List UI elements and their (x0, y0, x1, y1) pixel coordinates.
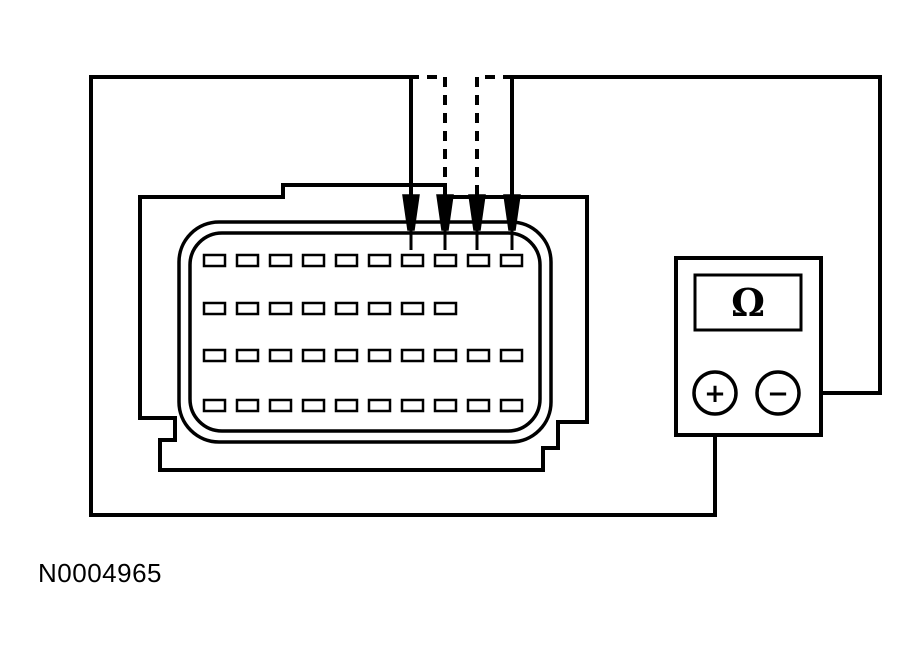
positive-terminal-label: + (704, 379, 726, 409)
connector-pin (400, 348, 425, 363)
connector-pin (367, 398, 392, 413)
connector-pin (400, 398, 425, 413)
connector-pin (268, 348, 293, 363)
connector-face-outer (177, 220, 553, 444)
connector-pin (367, 253, 392, 268)
connector-pin (235, 348, 260, 363)
connector-pin (202, 398, 227, 413)
connector-pin (301, 398, 326, 413)
connector-pin (466, 253, 491, 268)
figure-id: N0004965 (38, 558, 162, 588)
connector-pin (466, 398, 491, 413)
connector-pin (466, 348, 491, 363)
connector-pin (334, 398, 359, 413)
negative-terminal-label: − (767, 379, 789, 409)
connector-face-inner (188, 231, 542, 433)
connector-pin (235, 253, 260, 268)
connector-pin (301, 301, 326, 316)
connector-pin (268, 301, 293, 316)
connector-pin (499, 398, 524, 413)
connector-pin (301, 348, 326, 363)
connector-pin (202, 253, 227, 268)
connector-pin (433, 398, 458, 413)
connector-pin (334, 253, 359, 268)
connector-pin (367, 301, 392, 316)
meter-display (693, 273, 803, 332)
connector-pin (367, 348, 392, 363)
connector-pin (499, 348, 524, 363)
connector-housing-outline (138, 183, 589, 472)
alternate-lead-wire-2 (411, 75, 447, 195)
connector-pin (268, 398, 293, 413)
connector-pin (334, 348, 359, 363)
probe-tip-1 (402, 194, 420, 231)
probe-tip-3 (468, 194, 486, 231)
negative-terminal (755, 370, 801, 416)
connector-pins (202, 253, 524, 413)
connector-pin (235, 301, 260, 316)
connector-pin (499, 253, 524, 268)
alternate-lead-wire-3 (475, 75, 512, 195)
connector-pin (235, 398, 260, 413)
probe-tip-2 (436, 194, 454, 231)
positive-terminal (692, 370, 738, 416)
positive-lead-wire (89, 75, 717, 517)
connector-pin (433, 301, 458, 316)
connector-pin (202, 301, 227, 316)
connector-pin (301, 253, 326, 268)
wires (89, 75, 882, 517)
connector-pin (433, 253, 458, 268)
connector-pin (268, 253, 293, 268)
probe-tips (402, 194, 521, 250)
connector-pin (400, 301, 425, 316)
probe-tip-4 (503, 194, 521, 231)
connector-pin (202, 348, 227, 363)
ohmmeter: Ω + − (674, 256, 823, 437)
connector-pin (433, 348, 458, 363)
connector-body (138, 183, 589, 472)
connector-pin (334, 301, 359, 316)
connector-pin (400, 253, 425, 268)
meter-display-symbol: Ω (731, 280, 765, 325)
